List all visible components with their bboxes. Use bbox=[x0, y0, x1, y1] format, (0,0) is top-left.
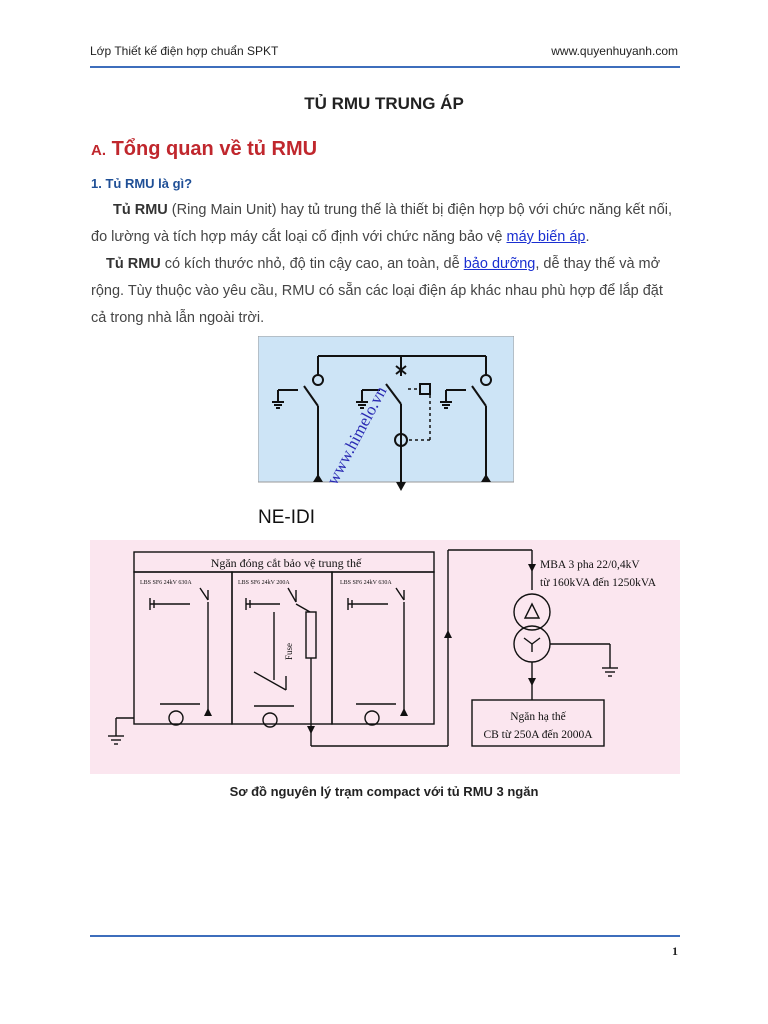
rmu-single-line-diagram: www.himelo.vn bbox=[258, 336, 514, 491]
page-header: Lớp Thiết kế điện hợp chuẩn SPKT www.quy… bbox=[90, 44, 678, 68]
paragraph-1: Tủ RMU (Ring Main Unit) hay tủ trung thế… bbox=[91, 197, 679, 251]
transformer-label-2: từ 160kVA đến 1250kVA bbox=[540, 576, 657, 589]
header-course-title: Lớp Thiết kế điện hợp chuẩn SPKT bbox=[90, 44, 279, 58]
section-heading-a: A. Tổng quan về tủ RMU bbox=[91, 138, 317, 161]
term-bold: Tủ RMU bbox=[106, 256, 161, 272]
figure-caption: Sơ đồ nguyên lý trạm compact với tủ RMU … bbox=[229, 784, 539, 799]
diagram-label: NE-IDI bbox=[258, 507, 315, 528]
footer-divider bbox=[90, 935, 680, 937]
lv-panel-label-1: Ngăn hạ thế bbox=[510, 710, 566, 723]
page-number: 1 bbox=[672, 944, 678, 958]
subsection-heading-1: 1. Tủ RMU là gì? bbox=[91, 176, 193, 191]
section-heading-text: Tổng quan về tủ RMU bbox=[111, 138, 318, 160]
term-bold: Tủ RMU bbox=[113, 202, 168, 218]
link-bao-duong[interactable]: bảo dưỡng bbox=[463, 256, 536, 272]
link-may-bien-ap[interactable]: máy biến áp bbox=[506, 229, 586, 245]
compact-substation-diagram: Ngăn đóng cắt bảo vệ trung thế LBS SF6 2… bbox=[90, 540, 680, 774]
section-letter: A. bbox=[91, 142, 106, 159]
cubicle-2-label: LBS SF6 24kV 200A bbox=[238, 580, 290, 586]
paragraph-1-text: (Ring Main Unit) hay tủ trung thế là thi… bbox=[91, 202, 673, 245]
cubicle-3-label: LBS SF6 24kV 630A bbox=[340, 580, 392, 586]
fuse-label: Fuse bbox=[284, 643, 294, 660]
mv-panel-title: Ngăn đóng cắt bảo vệ trung thế bbox=[211, 556, 362, 570]
paragraph-2: Tủ RMU có kích thước nhỏ, độ tin cậy cao… bbox=[91, 251, 679, 332]
header-divider bbox=[90, 66, 680, 68]
diagram-background bbox=[90, 540, 680, 774]
lv-panel-label-2: CB từ 250A đến 2000A bbox=[483, 728, 593, 741]
diagram-background bbox=[258, 336, 514, 483]
paragraph-2-text-b: , dễ thay thế và mở rộng. Tùy thuộc vào … bbox=[91, 256, 663, 326]
document-title: TỦ RMU TRUNG ÁP bbox=[304, 94, 464, 113]
paragraph-1-end: . bbox=[585, 229, 590, 245]
transformer-label-1: MBA 3 pha 22/0,4kV bbox=[540, 559, 640, 571]
header-website[interactable]: www.quyenhuyanh.com bbox=[551, 44, 678, 58]
paragraph-2-text-a: có kích thước nhỏ, độ tin cậy cao, an to… bbox=[160, 256, 464, 272]
cubicle-1-label: LBS SF6 24kV 630A bbox=[140, 580, 192, 586]
